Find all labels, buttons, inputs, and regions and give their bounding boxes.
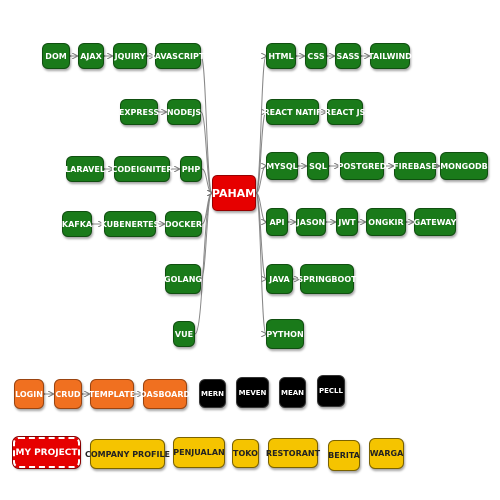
connector-r2a bbox=[255, 112, 266, 194]
node-springboot[interactable]: SPRINGBOOT bbox=[297, 264, 357, 294]
node-ongkir[interactable]: ONGKIR bbox=[366, 208, 406, 236]
node-jquiry[interactable]: JQUIRY bbox=[113, 43, 147, 69]
node-pecll[interactable]: PECLL bbox=[317, 375, 345, 407]
connector-l1d bbox=[200, 55, 212, 193]
node-docker[interactable]: DOCKER bbox=[165, 211, 202, 237]
node-css[interactable]: CSS bbox=[305, 43, 327, 69]
my-project-node[interactable]: MY PROJECT bbox=[12, 436, 81, 469]
node-react-natif[interactable]: REACT NATIF bbox=[263, 99, 322, 125]
node-tailwind[interactable]: TAILWIND bbox=[368, 43, 412, 69]
node-meven[interactable]: MEVEN bbox=[236, 377, 269, 408]
node-vue[interactable]: VUE bbox=[173, 321, 195, 347]
node-golang[interactable]: GOLANG bbox=[164, 264, 202, 294]
node-dom[interactable]: DOM bbox=[42, 43, 70, 69]
connector-r6a bbox=[255, 192, 266, 334]
node-javascript[interactable]: JAVASCRIPT bbox=[152, 43, 204, 69]
node-html[interactable]: HTML bbox=[266, 43, 296, 69]
connector-l4c bbox=[201, 193, 212, 225]
node-mongodb[interactable]: MONGODB bbox=[440, 152, 488, 180]
node-php[interactable]: PHP bbox=[180, 156, 202, 182]
node-berita[interactable]: BERITA bbox=[328, 440, 360, 471]
node-warga[interactable]: WARGA bbox=[369, 438, 404, 469]
node-react-js[interactable]: REACT JS bbox=[325, 99, 365, 125]
connector-r4a bbox=[255, 192, 266, 222]
node-api[interactable]: API bbox=[266, 208, 288, 236]
node-gateway[interactable]: GATEWAY bbox=[414, 208, 456, 236]
connector-r3a bbox=[255, 166, 266, 194]
node-postgred[interactable]: POSTGRED bbox=[338, 152, 386, 180]
connector-r5a bbox=[255, 192, 266, 279]
node-mean[interactable]: MEAN bbox=[279, 377, 306, 408]
node-firebase[interactable]: FIREBASE bbox=[393, 152, 437, 180]
node-python[interactable]: PYTHON bbox=[266, 319, 304, 349]
connector-l2b bbox=[200, 111, 212, 193]
node-jwt[interactable]: JWT bbox=[336, 208, 358, 236]
node-crud[interactable]: CRUD bbox=[54, 379, 82, 409]
node-mern[interactable]: MERN bbox=[199, 379, 226, 408]
node-kubenertes[interactable]: KUBENERTES bbox=[101, 211, 159, 237]
connector-r1a bbox=[255, 56, 266, 194]
node-laravel[interactable]: LARAVEL bbox=[65, 156, 105, 182]
node-sass[interactable]: SASS bbox=[335, 43, 361, 69]
node-penjualan[interactable]: PENJUALAN bbox=[173, 437, 225, 468]
node-express[interactable]: EXPRESS bbox=[119, 99, 159, 125]
node-codeigniter[interactable]: CODEIGNITER bbox=[111, 156, 173, 182]
node-kafka[interactable]: KAFKA bbox=[62, 211, 92, 237]
node-sql[interactable]: SQL bbox=[307, 152, 329, 180]
connector-l3c bbox=[201, 168, 212, 193]
connector-l5a bbox=[200, 193, 212, 280]
node-mysql[interactable]: MYSQL bbox=[266, 152, 298, 180]
node-toko[interactable]: TOKO bbox=[232, 439, 259, 468]
node-ajax[interactable]: AJAX bbox=[78, 43, 104, 69]
node-login[interactable]: LOGIN bbox=[14, 379, 44, 409]
node-template[interactable]: TEMPLATE bbox=[89, 379, 135, 409]
node-nodejs[interactable]: NODEJS bbox=[167, 99, 201, 125]
node-dasboard[interactable]: DASBOARD bbox=[140, 379, 190, 409]
center-node-paham[interactable]: PAHAM bbox=[212, 175, 256, 211]
node-jason[interactable]: JASON bbox=[296, 208, 326, 236]
node-java[interactable]: JAVA bbox=[266, 264, 293, 294]
node-company-profile[interactable]: COMPANY PROFILE bbox=[85, 439, 170, 469]
node-restorant[interactable]: RESTORANT bbox=[266, 438, 320, 468]
